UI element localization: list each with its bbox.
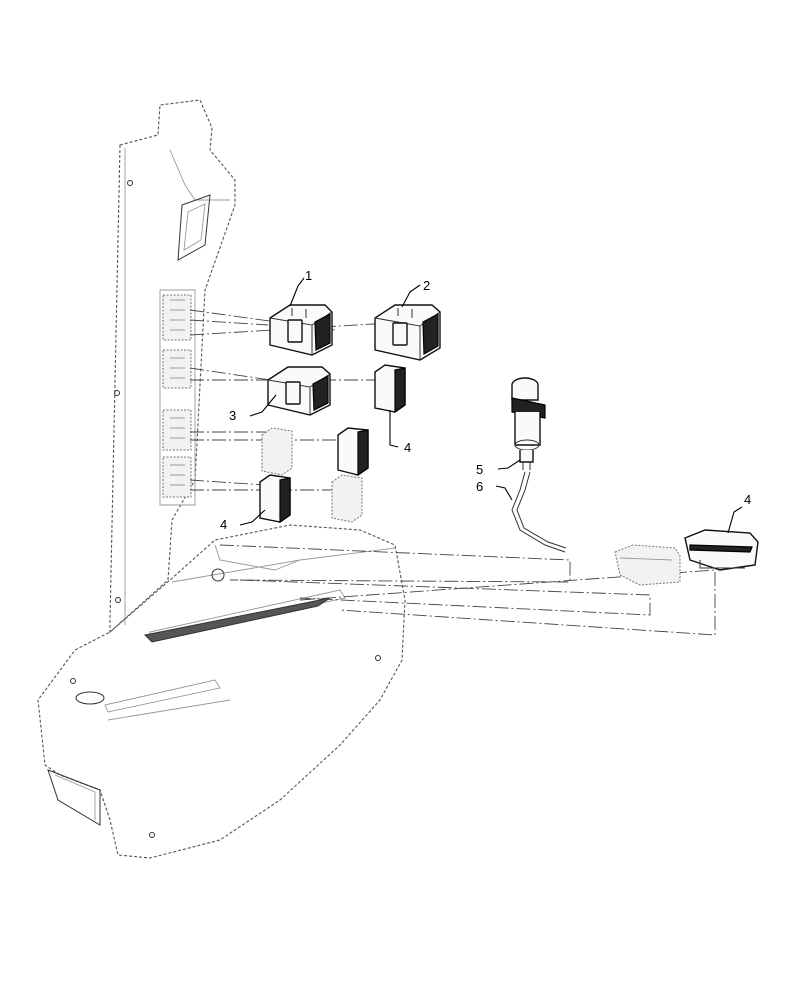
callout-2: 2 <box>423 278 430 293</box>
blank-plug-light-a <box>261 427 293 476</box>
blank-plug-light-b <box>331 474 363 523</box>
blank-plug-dark-c <box>259 474 291 524</box>
console-base <box>37 524 406 859</box>
pocket-light <box>614 544 681 586</box>
switch-part-2 <box>374 304 441 361</box>
callout-6: 6 <box>476 479 483 494</box>
blank-plug-dark-b <box>337 427 369 477</box>
callout-4-lower-plug: 4 <box>220 517 227 532</box>
callout-4-pocket: 4 <box>744 492 751 507</box>
callout-3: 3 <box>229 408 236 423</box>
callout-1: 1 <box>305 268 312 283</box>
pillar-switch-openings <box>162 294 192 498</box>
wire-part-6 <box>511 471 567 553</box>
console-pillar <box>109 99 236 634</box>
leader-lines <box>239 277 743 534</box>
callout-labels: 1 2 3 4 4 4 5 6 <box>220 268 751 532</box>
blank-plug-dark-a <box>374 364 406 414</box>
callout-4-plug: 4 <box>404 440 411 455</box>
switch-part-3 <box>267 366 331 416</box>
switch-part-1 <box>269 304 333 356</box>
power-socket-part-5 <box>511 377 546 470</box>
callout-5: 5 <box>476 462 483 477</box>
pocket-dark <box>684 529 759 571</box>
